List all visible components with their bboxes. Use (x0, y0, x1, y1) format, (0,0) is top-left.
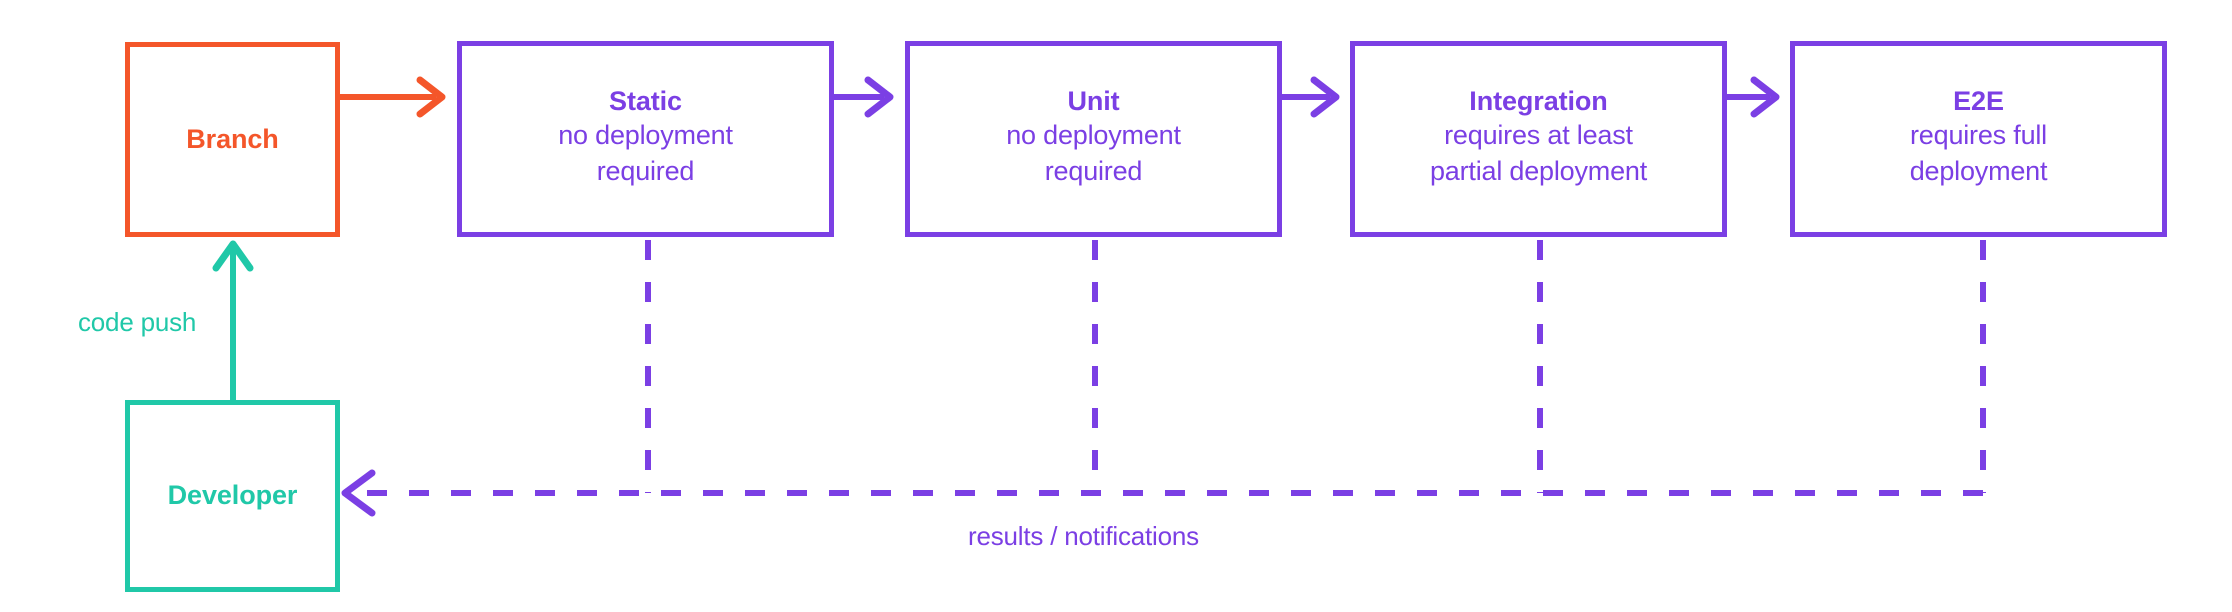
node-e2e-desc-line-2: deployment (1909, 155, 2048, 186)
edge-static-to-unit (834, 76, 894, 118)
node-integration-title: Integration (1469, 86, 1608, 117)
node-integration-desc-line-2: partial deployment (1429, 155, 1648, 186)
node-e2e-desc: requires full deployment (1910, 118, 2048, 189)
edge-label-code-push: code push (78, 307, 197, 337)
node-unit-desc-line-2: required (1044, 155, 1143, 186)
node-unit-title: Unit (1067, 86, 1120, 117)
edge-developer-to-branch (212, 240, 254, 400)
node-static-desc-line-2: required (596, 155, 695, 186)
node-static-desc: no deployment required (558, 118, 733, 189)
node-integration-desc-line-1: requires at least (1444, 120, 1633, 151)
edge-branch-to-static (340, 76, 446, 118)
results-arrowhead (341, 469, 376, 517)
node-static[interactable]: Static no deployment required (457, 41, 834, 237)
node-integration-desc: requires at least partial deployment (1430, 118, 1647, 189)
node-developer-title: Developer (167, 480, 298, 511)
node-e2e-desc-line-1: requires full (1910, 120, 2047, 151)
node-unit-desc: no deployment required (1006, 118, 1181, 189)
node-static-desc-line-1: no deployment (558, 120, 733, 151)
node-unit-desc-line-1: no deployment (1006, 120, 1181, 151)
node-integration[interactable]: Integration requires at least partial de… (1350, 41, 1727, 237)
node-branch[interactable]: Branch (125, 42, 340, 237)
node-unit[interactable]: Unit no deployment required (905, 41, 1282, 237)
edge-results-feedback (358, 240, 1986, 496)
edge-unit-to-integration (1282, 76, 1340, 118)
node-branch-title: Branch (186, 123, 279, 154)
edge-integration-to-e2e (1727, 76, 1780, 118)
edge-label-results-notifications: results / notifications (968, 521, 1199, 551)
node-e2e[interactable]: E2E requires full deployment (1790, 41, 2167, 237)
node-static-title: Static (609, 86, 682, 117)
node-developer[interactable]: Developer (125, 400, 340, 592)
node-e2e-title: E2E (1953, 86, 2004, 117)
